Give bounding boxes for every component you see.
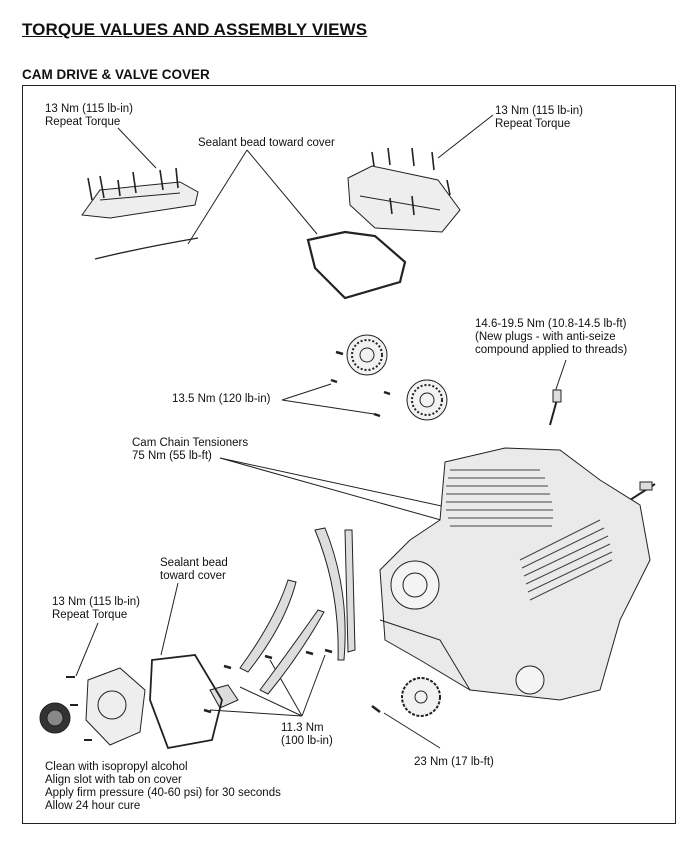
diagram-frame (22, 85, 676, 824)
spark-plug-right (629, 481, 656, 501)
cam-sprocket-upper (346, 334, 388, 376)
spark-plug-upper (549, 389, 562, 426)
right-cover-repeat: Repeat Torque (495, 118, 571, 130)
leader-sprocket-bolt2 (281, 399, 375, 415)
gear-torque: 23 Nm (17 lb-ft) (414, 756, 494, 768)
drive-gear (401, 677, 441, 717)
guide-torque-2: (100 lb-in) (281, 735, 333, 747)
plug-instruction-2: Align slot with tab on cover (45, 774, 182, 786)
cam-cover-gasket (149, 654, 223, 750)
left-gasket (94, 237, 199, 260)
leader-right-cover (437, 114, 494, 159)
plug-instruction-3: Apply firm pressure (40-60 psi) for 30 s… (45, 787, 281, 799)
plug-note-2: compound applied to threads) (475, 344, 628, 356)
left-cover-repeat: Repeat Torque (45, 116, 121, 128)
plug-instruction-4: Allow 24 hour cure (45, 800, 141, 812)
leader-tensioner1 (219, 457, 449, 523)
leader-cam-cover (75, 622, 99, 677)
section-title: CAM DRIVE & VALVE COVER (22, 67, 210, 82)
cam-cover-torque: 13 Nm (115 lb-in) (52, 596, 140, 608)
cover-plug (39, 702, 71, 734)
chain-guide-left (239, 579, 297, 673)
leader-sprocket-bolt1 (281, 383, 332, 401)
left-valve-cover (81, 167, 199, 219)
leader-guide1 (239, 686, 303, 717)
plug-instruction-1: Clean with isopropyl alcohol (45, 761, 188, 773)
leader-guide3 (301, 654, 326, 717)
leader-plug (554, 359, 567, 393)
guide-torque-1: 11.3 Nm (281, 722, 324, 734)
sealant-bottom-1: Sealant bead (160, 557, 228, 569)
leader-left-cover (117, 127, 157, 169)
chain-guide-right (344, 529, 356, 653)
leader-gear (383, 712, 441, 749)
cam-cover (85, 667, 146, 746)
tensioner-title: Cam Chain Tensioners (132, 437, 249, 449)
leader-tensioner2 (219, 457, 461, 511)
leader-sealant-gasket2 (246, 149, 318, 235)
chain-guide-long (314, 527, 346, 661)
plug-note-1: (New plugs - with anti-seize (475, 331, 616, 343)
page-title: TORQUE VALUES AND ASSEMBLY VIEWS (22, 20, 368, 39)
right-gasket (306, 230, 407, 300)
cam-sprocket-lower (406, 379, 448, 421)
left-cover-torque: 13 Nm (115 lb-in) (45, 103, 133, 115)
right-cover-torque: 13 Nm (115 lb-in) (495, 105, 583, 117)
sealant-bottom-2: toward cover (160, 570, 226, 582)
leader-sealant-bead (160, 582, 179, 656)
sealant-top-label: Sealant bead toward cover (198, 137, 335, 149)
chain-guide-mid (259, 609, 325, 695)
engine-assembly (379, 447, 651, 701)
sprocket-torque: 13.5 Nm (120 lb-in) (172, 393, 271, 405)
leader-sealant-gasket (187, 149, 248, 245)
leader-guide4 (209, 709, 303, 717)
cam-cover-repeat: Repeat Torque (52, 609, 128, 621)
tensioner-torque: 75 Nm (55 lb-ft) (132, 450, 212, 462)
right-valve-cover (347, 147, 461, 233)
plug-torque: 14.6-19.5 Nm (10.8-14.5 lb-ft) (475, 318, 627, 330)
